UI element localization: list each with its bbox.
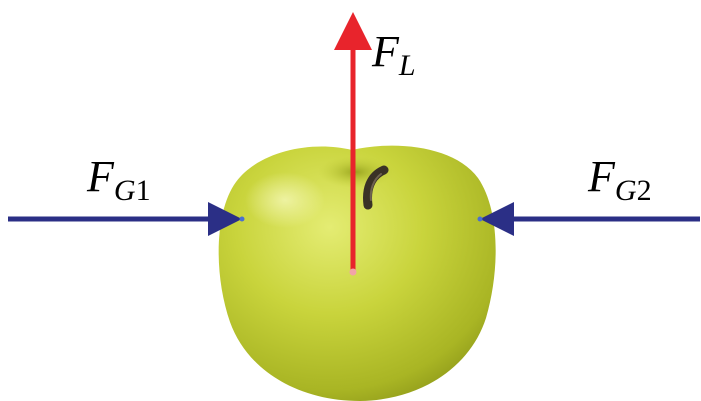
grip-force-2-label: FG2 <box>587 152 652 207</box>
grip-force-1-contact <box>240 217 245 222</box>
lift-force-origin <box>350 269 357 276</box>
grip-force-2-symbol: F <box>587 152 616 201</box>
grip-force-2-arrow <box>478 202 701 236</box>
lift-force-subscript: L <box>398 49 416 82</box>
grip-force-2-subscript-digit: 2 <box>637 174 652 207</box>
lift-force-arrowhead <box>334 12 372 50</box>
grip-force-1-subscript: G <box>114 174 136 207</box>
apple-highlight <box>245 172 325 228</box>
grip-force-2-contact <box>478 217 483 222</box>
lift-force-label: FL <box>371 27 416 82</box>
grip-force-1-arrow <box>8 202 245 236</box>
lift-force-symbol: F <box>371 27 400 76</box>
apple <box>219 146 496 401</box>
grip-force-1-label: FG1 <box>86 152 151 207</box>
grip-force-1-subscript-digit: 1 <box>136 174 151 207</box>
grip-force-1-symbol: F <box>86 152 115 201</box>
grip-force-2-subscript: G <box>615 174 637 207</box>
